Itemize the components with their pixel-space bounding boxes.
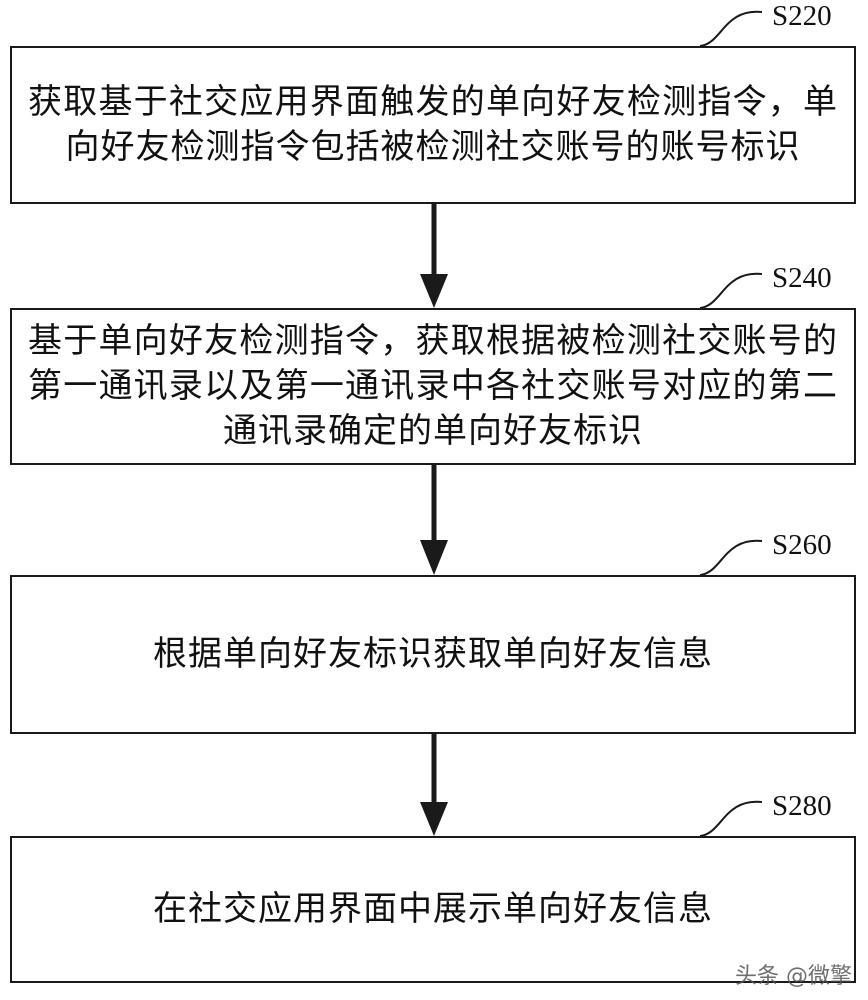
label-leader-s280: [699, 800, 763, 837]
step-label-s280: S280: [772, 790, 832, 822]
step-label-s260: S260: [772, 529, 832, 561]
step-text-s260: 根据单向好友标识获取单向好友信息: [153, 634, 713, 674]
step-box-s260: 根据单向好友标识获取单向好友信息: [10, 575, 856, 734]
step-box-s280: 在社交应用界面中展示单向好友信息: [10, 836, 856, 983]
arrow-s260-to-s280: [420, 734, 448, 836]
arrow-s220-to-s240: [420, 204, 448, 308]
label-leader-s260: [699, 539, 763, 576]
label-leader-s240: [699, 272, 763, 309]
step-label-s220: S220: [772, 0, 832, 32]
step-box-s220: 获取基于社交应用界面触发的单向好友检测指令，单向好友检测指令包括被检测社交账号的…: [10, 46, 856, 204]
step-text-s220: 获取基于社交应用界面触发的单向好友检测指令，单向好友检测指令包括被检测社交账号的…: [28, 82, 838, 167]
step-label-s240: S240: [772, 262, 832, 294]
label-leader-s220: [699, 10, 763, 47]
arrow-s240-to-s260: [420, 465, 448, 575]
step-box-s240: 基于单向好友检测指令，获取根据被检测社交账号的第一通讯录以及第一通讯录中各社交账…: [10, 308, 856, 465]
step-text-s280: 在社交应用界面中展示单向好友信息: [153, 889, 713, 929]
watermark-text: 头条 @微擎: [735, 964, 852, 989]
step-text-s240: 基于单向好友检测指令，获取根据被检测社交账号的第一通讯录以及第一通讯录中各社交账…: [28, 321, 838, 451]
